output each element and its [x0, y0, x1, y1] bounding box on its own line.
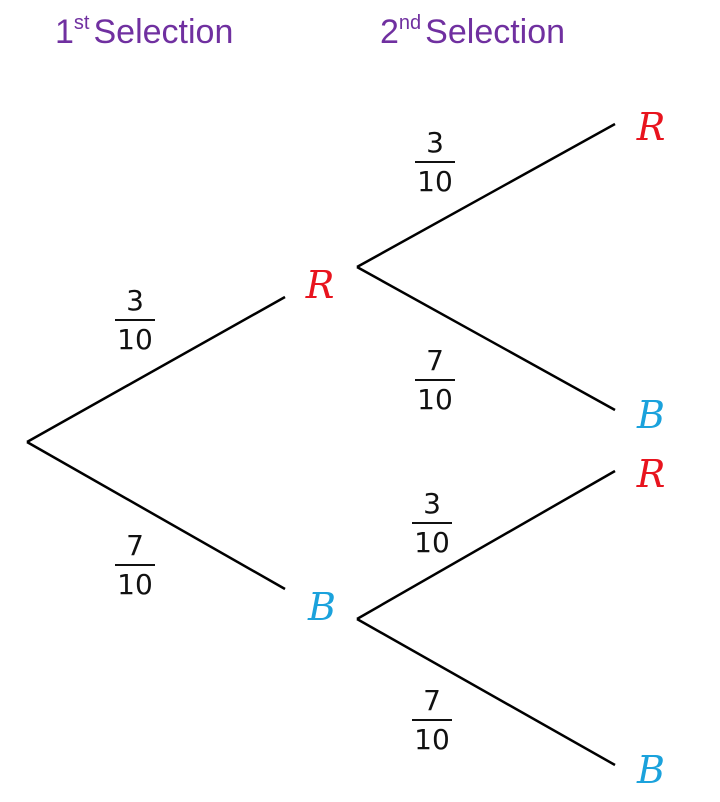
heading-number: 2: [380, 13, 399, 51]
fraction-denominator: 10: [417, 165, 453, 198]
fraction-numerator: 7: [426, 344, 444, 377]
branch-line-second-r-b: [356, 265, 616, 412]
node-second-b-b: B: [636, 748, 665, 792]
probability-second-r-b: 710: [415, 344, 455, 416]
node-first-b: B: [307, 585, 336, 629]
fraction-denominator: 10: [414, 526, 450, 559]
probability-second-b-r: 310: [412, 487, 452, 559]
fraction-denominator: 10: [417, 383, 453, 416]
probability-first-b: 710: [115, 529, 155, 601]
probability-second-r-r: 310: [415, 126, 455, 198]
fraction-numerator: 7: [423, 684, 441, 717]
branch-line-first-b: [26, 440, 286, 591]
fraction-denominator: 10: [414, 723, 450, 756]
fraction-numerator: 3: [423, 487, 441, 520]
fraction-numerator: 7: [126, 529, 144, 562]
fraction-numerator: 3: [126, 284, 144, 317]
node-second-r-b: B: [636, 393, 665, 437]
heading-number: 1: [55, 13, 74, 51]
heading-ordinal-suffix: nd: [398, 12, 422, 34]
branch-line-second-b-b: [356, 617, 616, 767]
fraction-numerator: 3: [426, 126, 444, 159]
node-first-r: R: [305, 263, 335, 307]
branch-line-second-b-r: [356, 469, 616, 621]
heading-text: Selection: [93, 13, 234, 51]
branch-line-first-r: [26, 295, 286, 444]
probability-first-r: 310: [115, 284, 155, 356]
branch-line-second-r-r: [356, 122, 616, 269]
probability-second-b-b: 710: [412, 684, 452, 756]
node-second-r-r: R: [636, 105, 666, 149]
heading-text: Selection: [425, 13, 566, 51]
fraction-denominator: 10: [117, 568, 153, 601]
heading-ordinal-suffix: st: [73, 12, 90, 34]
fraction-denominator: 10: [117, 323, 153, 356]
node-second-b-r: R: [636, 452, 666, 496]
